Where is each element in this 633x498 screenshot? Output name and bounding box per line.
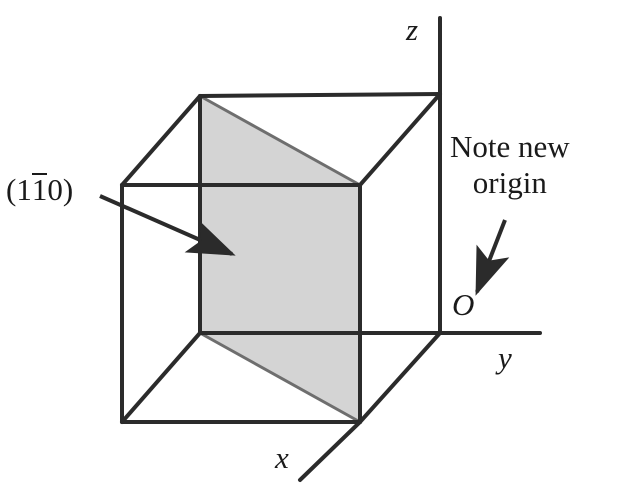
shaded-plane (198, 94, 362, 424)
cube-edge-depth-top-right (358, 92, 442, 187)
cube-edge-back-top (198, 92, 442, 98)
origin-leader-arrow (475, 219, 510, 296)
z-axis-label: z (406, 12, 419, 47)
miller-suffix: 0) (47, 172, 74, 207)
note-line-2: origin (472, 164, 547, 200)
cube-edge-depth-top-left (120, 94, 202, 187)
cube-front-edges (120, 183, 362, 424)
miller-prefix: (1 (6, 172, 32, 207)
note-new-origin-label: Note new origin (450, 129, 570, 200)
cube-depth-edges (120, 92, 442, 424)
x-axis (298, 420, 362, 482)
miller-overbar-digit: 1 (31, 172, 48, 207)
cube-edge-depth-bottom-left (120, 331, 202, 424)
plane-leader-arrow (99, 194, 236, 256)
note-line-1: Note new (450, 129, 570, 164)
cube-edge-depth-bottom-right (358, 331, 442, 424)
x-axis-label: x (275, 440, 289, 475)
origin-label: O (452, 287, 475, 322)
axis-lines (298, 16, 542, 482)
overbar (32, 173, 47, 176)
y-axis-label: y (498, 340, 512, 375)
miller-overbar-group: 1 (32, 172, 48, 208)
